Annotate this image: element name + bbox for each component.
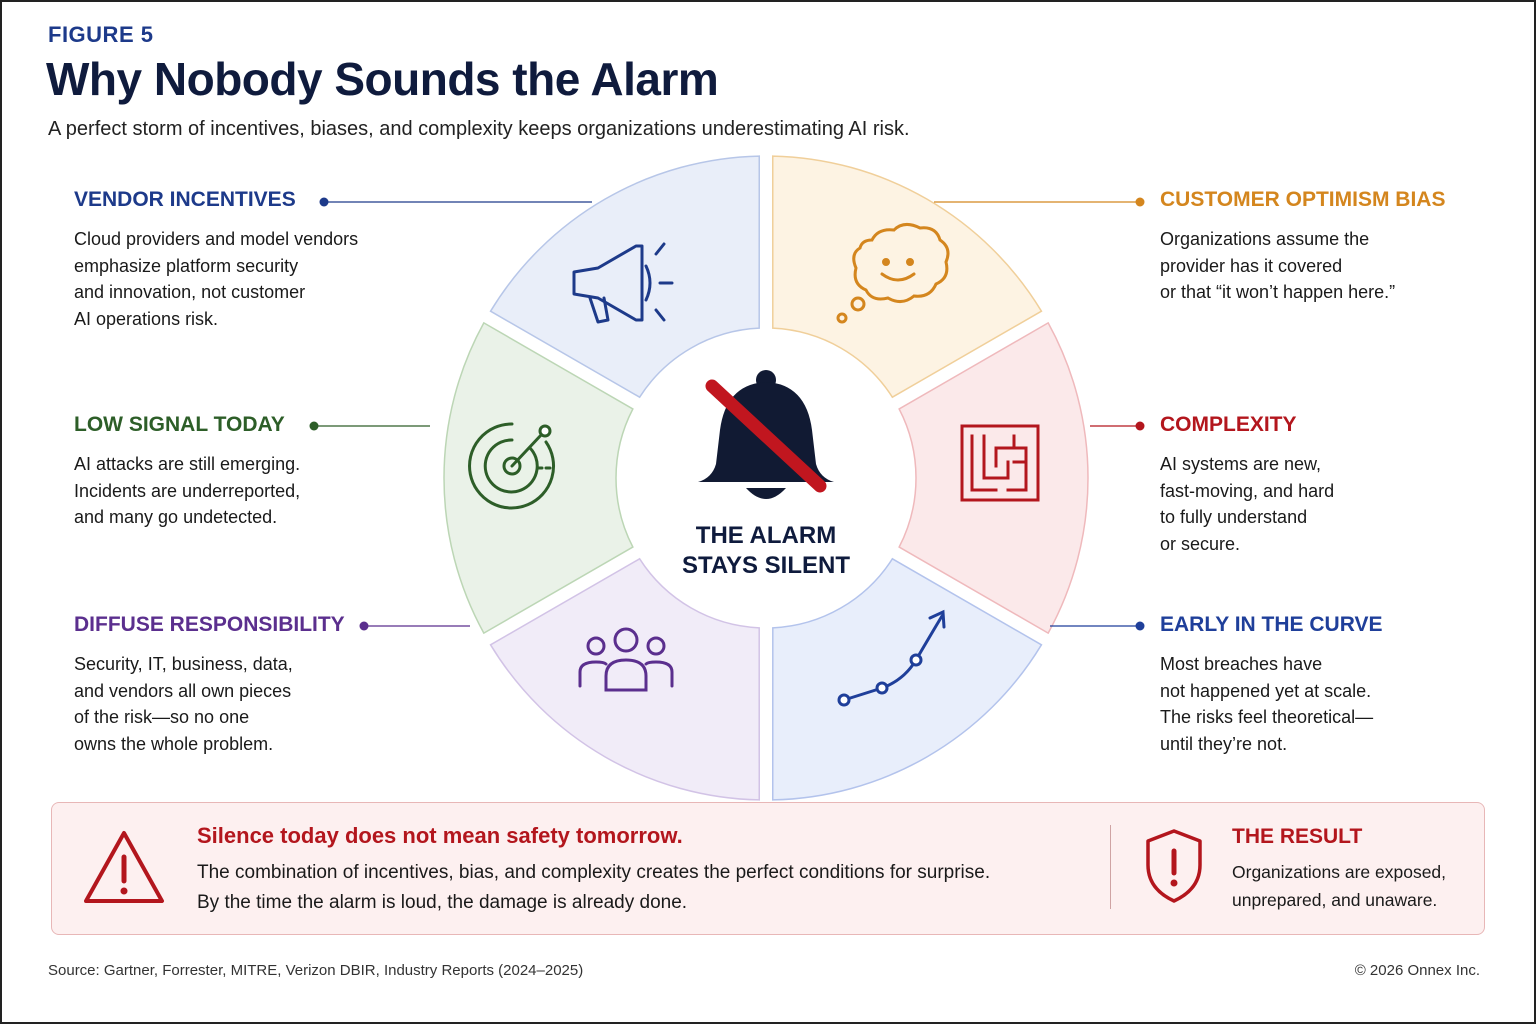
banner-divider: [1110, 825, 1111, 909]
segment-curve: [771, 557, 1043, 801]
group-icon: [578, 627, 674, 692]
connector-dot: [309, 421, 319, 431]
page-title: Why Nobody Sounds the Alarm: [46, 53, 719, 105]
connector-dot: [1135, 421, 1145, 431]
rising-curve-icon: [837, 609, 946, 707]
factor-title: COMPLEXITY: [1160, 413, 1297, 436]
radar-icon: [468, 422, 556, 510]
segment-signal: [443, 321, 634, 635]
factor-title: DIFFUSE RESPONSIBILITY: [74, 613, 345, 636]
factor-curve: EARLY IN THE CURVE Most breaches have no…: [1160, 613, 1500, 757]
factor-title: CUSTOMER OPTIMISM BIAS: [1160, 188, 1446, 211]
factor-body: Most breaches have not happened yet at s…: [1160, 654, 1374, 754]
factor-complexity: COMPLEXITY AI systems are new, fast-movi…: [1160, 413, 1500, 557]
shield-alert-icon: [1146, 829, 1202, 903]
factor-vendor: VENDOR INCENTIVES Cloud providers and mo…: [74, 188, 414, 332]
connector-dot: [359, 621, 369, 631]
factor-optimism: CUSTOMER OPTIMISM BIAS Organizations ass…: [1160, 188, 1500, 306]
factor-body: Security, IT, business, data, and vendor…: [74, 654, 293, 754]
banner-body: The combination of incentives, bias, and…: [197, 862, 991, 913]
connector-dot: [1135, 197, 1145, 207]
muted-bell-icon: [698, 370, 834, 499]
factor-title: VENDOR INCENTIVES: [74, 188, 296, 211]
warning-banner: Silence today does not mean safety tomor…: [51, 802, 1485, 935]
thought-bubble-icon: [836, 223, 950, 324]
result-title: THE RESULT: [1232, 825, 1363, 848]
factor-title: LOW SIGNAL TODAY: [74, 413, 285, 436]
connector-dot: [319, 197, 329, 207]
connector-dot: [1135, 621, 1145, 631]
factor-signal: LOW SIGNAL TODAY AI attacks are still em…: [74, 413, 414, 531]
source-note: Source: Gartner, Forrester, MITRE, Veriz…: [48, 962, 584, 979]
copyright: © 2026 Onnex Inc.: [1354, 962, 1480, 979]
segment-diffuse: [489, 557, 761, 801]
factor-body: Organizations assume the provider has it…: [1160, 229, 1396, 302]
page-subtitle: A perfect storm of incentives, biases, a…: [48, 118, 910, 140]
factor-diffuse: DIFFUSE RESPONSIBILITY Security, IT, bus…: [74, 613, 414, 757]
factor-body: Cloud providers and model vendors emphas…: [74, 229, 359, 329]
factor-title: EARLY IN THE CURVE: [1160, 613, 1383, 636]
result-body: Organizations are exposed, unprepared, a…: [1232, 862, 1447, 910]
maze-icon: [960, 424, 1040, 502]
center-caption: THE ALARM STAYS SILENT: [681, 522, 851, 579]
factor-body: AI systems are new, fast-moving, and har…: [1160, 454, 1335, 554]
megaphone-icon: [572, 242, 674, 324]
warning-triangle-icon: [84, 831, 164, 903]
figure-label: FIGURE 5: [48, 22, 154, 47]
banner-headline: Silence today does not mean safety tomor…: [197, 823, 683, 848]
segment-vendor: [489, 155, 761, 399]
factor-body: AI attacks are still emerging. Incidents…: [74, 454, 301, 527]
